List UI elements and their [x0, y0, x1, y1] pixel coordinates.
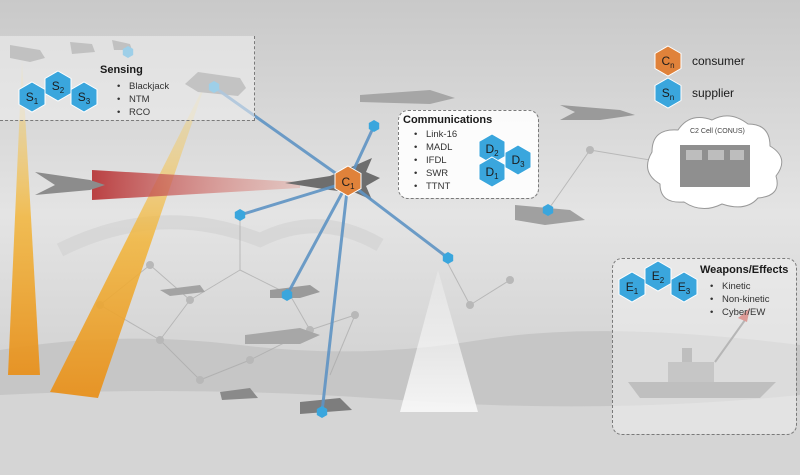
weapons-item: Non-kinetic	[710, 293, 770, 306]
endpoint-hex-drone	[281, 289, 293, 301]
c2-cloud	[647, 115, 783, 209]
weapons-title: Weapons/Effects	[700, 264, 789, 276]
hex-s2	[44, 70, 72, 102]
hex-d1-label: D1	[485, 165, 499, 181]
link-drone	[285, 180, 350, 297]
hex-d1	[478, 156, 506, 188]
sonar-cone	[400, 270, 478, 412]
hex-c1-label: C1	[341, 175, 355, 191]
communications-panel	[398, 110, 539, 199]
legend-consumer-hex	[654, 45, 682, 77]
hex-d2-label: D2	[485, 142, 499, 158]
sensing-panel	[0, 36, 255, 121]
sensing-item: RCO	[117, 106, 169, 119]
sensor-beam-left	[8, 60, 40, 375]
sea	[0, 391, 800, 475]
cloud-bank	[56, 215, 384, 257]
legend-consumer-label: consumer	[692, 54, 745, 68]
weapons-list: Kinetic Non-kinetic Cyber/EW	[710, 280, 770, 319]
awacs-aircraft	[515, 205, 585, 225]
sensor-beam-right	[50, 82, 206, 398]
hex-s2-label: S2	[52, 79, 65, 95]
hex-s3-label: S3	[78, 90, 91, 106]
link-left-node	[238, 180, 350, 217]
hex-e2	[644, 260, 672, 292]
sensing-title: Sensing	[100, 64, 143, 76]
weapons-panel	[612, 258, 797, 435]
communications-item: IFDL	[414, 154, 457, 167]
weapons-item: Kinetic	[710, 280, 770, 293]
sensing-item: Blackjack	[117, 80, 169, 93]
legend-hexes: Cn Sn	[654, 45, 682, 109]
weapons-item: Cyber/EW	[710, 306, 770, 319]
hex-e1-label: E1	[626, 280, 639, 296]
hex-d3	[504, 144, 532, 176]
sensing-hexes: S1 S2 S3	[18, 70, 98, 113]
link-sonar	[346, 180, 450, 260]
sensing-list: Blackjack NTM RCO	[117, 80, 169, 119]
hex-e3-label: E3	[678, 280, 691, 296]
legend-consumer-hex-label: Cn	[661, 54, 674, 70]
hex-e3	[670, 271, 698, 303]
communications-list: Link-16 MADL IFDL SWR TTNT	[414, 128, 457, 193]
hex-d3-label: D3	[511, 153, 525, 169]
hex-e2-label: E2	[652, 269, 665, 285]
endpoint-hex-left	[234, 209, 246, 221]
hex-s3	[70, 81, 98, 113]
fighter-jet-left	[35, 172, 105, 195]
link-tank	[320, 180, 350, 414]
comms-hexes: D2 D3 D1	[478, 133, 532, 188]
laser-beam	[92, 170, 300, 200]
communications-item: TTNT	[414, 180, 457, 193]
endpoint-hex-sonar	[442, 252, 454, 264]
communications-item: Link-16	[414, 128, 457, 141]
hex-c1	[334, 165, 362, 197]
endpoint-hex-fighter	[368, 120, 380, 132]
communications-item: MADL	[414, 141, 457, 154]
endpoint-hex-awacs	[542, 204, 554, 216]
legend-supplier-hex	[654, 77, 682, 109]
communications-item: SWR	[414, 167, 457, 180]
tank	[300, 398, 352, 414]
ground-vehicle	[220, 388, 258, 400]
consumer-hex-c1-group: C1	[334, 165, 362, 197]
legend-supplier-hex-label: Sn	[662, 86, 674, 102]
endpoint-hex-tank	[316, 406, 328, 418]
missile-cluster	[160, 285, 205, 296]
stealth-jet-right	[560, 105, 635, 120]
bomber-low	[245, 328, 320, 344]
communications-title: Communications	[403, 114, 493, 126]
weapons-hexes: E1 E2 E3	[618, 260, 698, 303]
legend-supplier-label: supplier	[692, 86, 735, 100]
sensing-item: NTM	[117, 93, 169, 106]
c2-cell-label: C2 Cell (CONUS)	[690, 128, 745, 135]
hex-s1-label: S1	[26, 90, 39, 106]
fighter-top	[360, 90, 455, 104]
